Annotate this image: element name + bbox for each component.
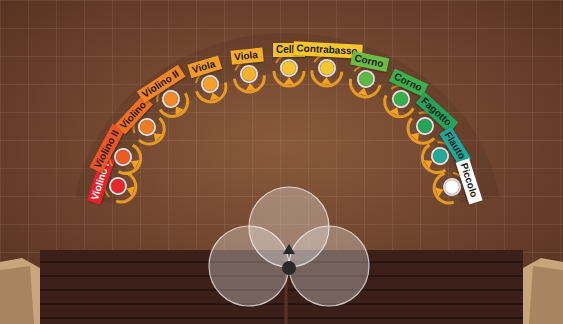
- instrument-name: Viola: [191, 57, 219, 76]
- listener-zones: [209, 187, 369, 306]
- instrument-label: Piccolo: [456, 158, 483, 204]
- orchestra-band: [95, 53, 480, 200]
- instrument-name: Viola: [234, 49, 261, 64]
- instrument-label: Viola: [187, 55, 222, 78]
- listener-icon: [282, 244, 296, 275]
- instrument-label: Viola: [230, 47, 263, 64]
- instrument-name: Piccolo: [458, 162, 481, 202]
- instrument-name: Contrabasso: [296, 42, 360, 57]
